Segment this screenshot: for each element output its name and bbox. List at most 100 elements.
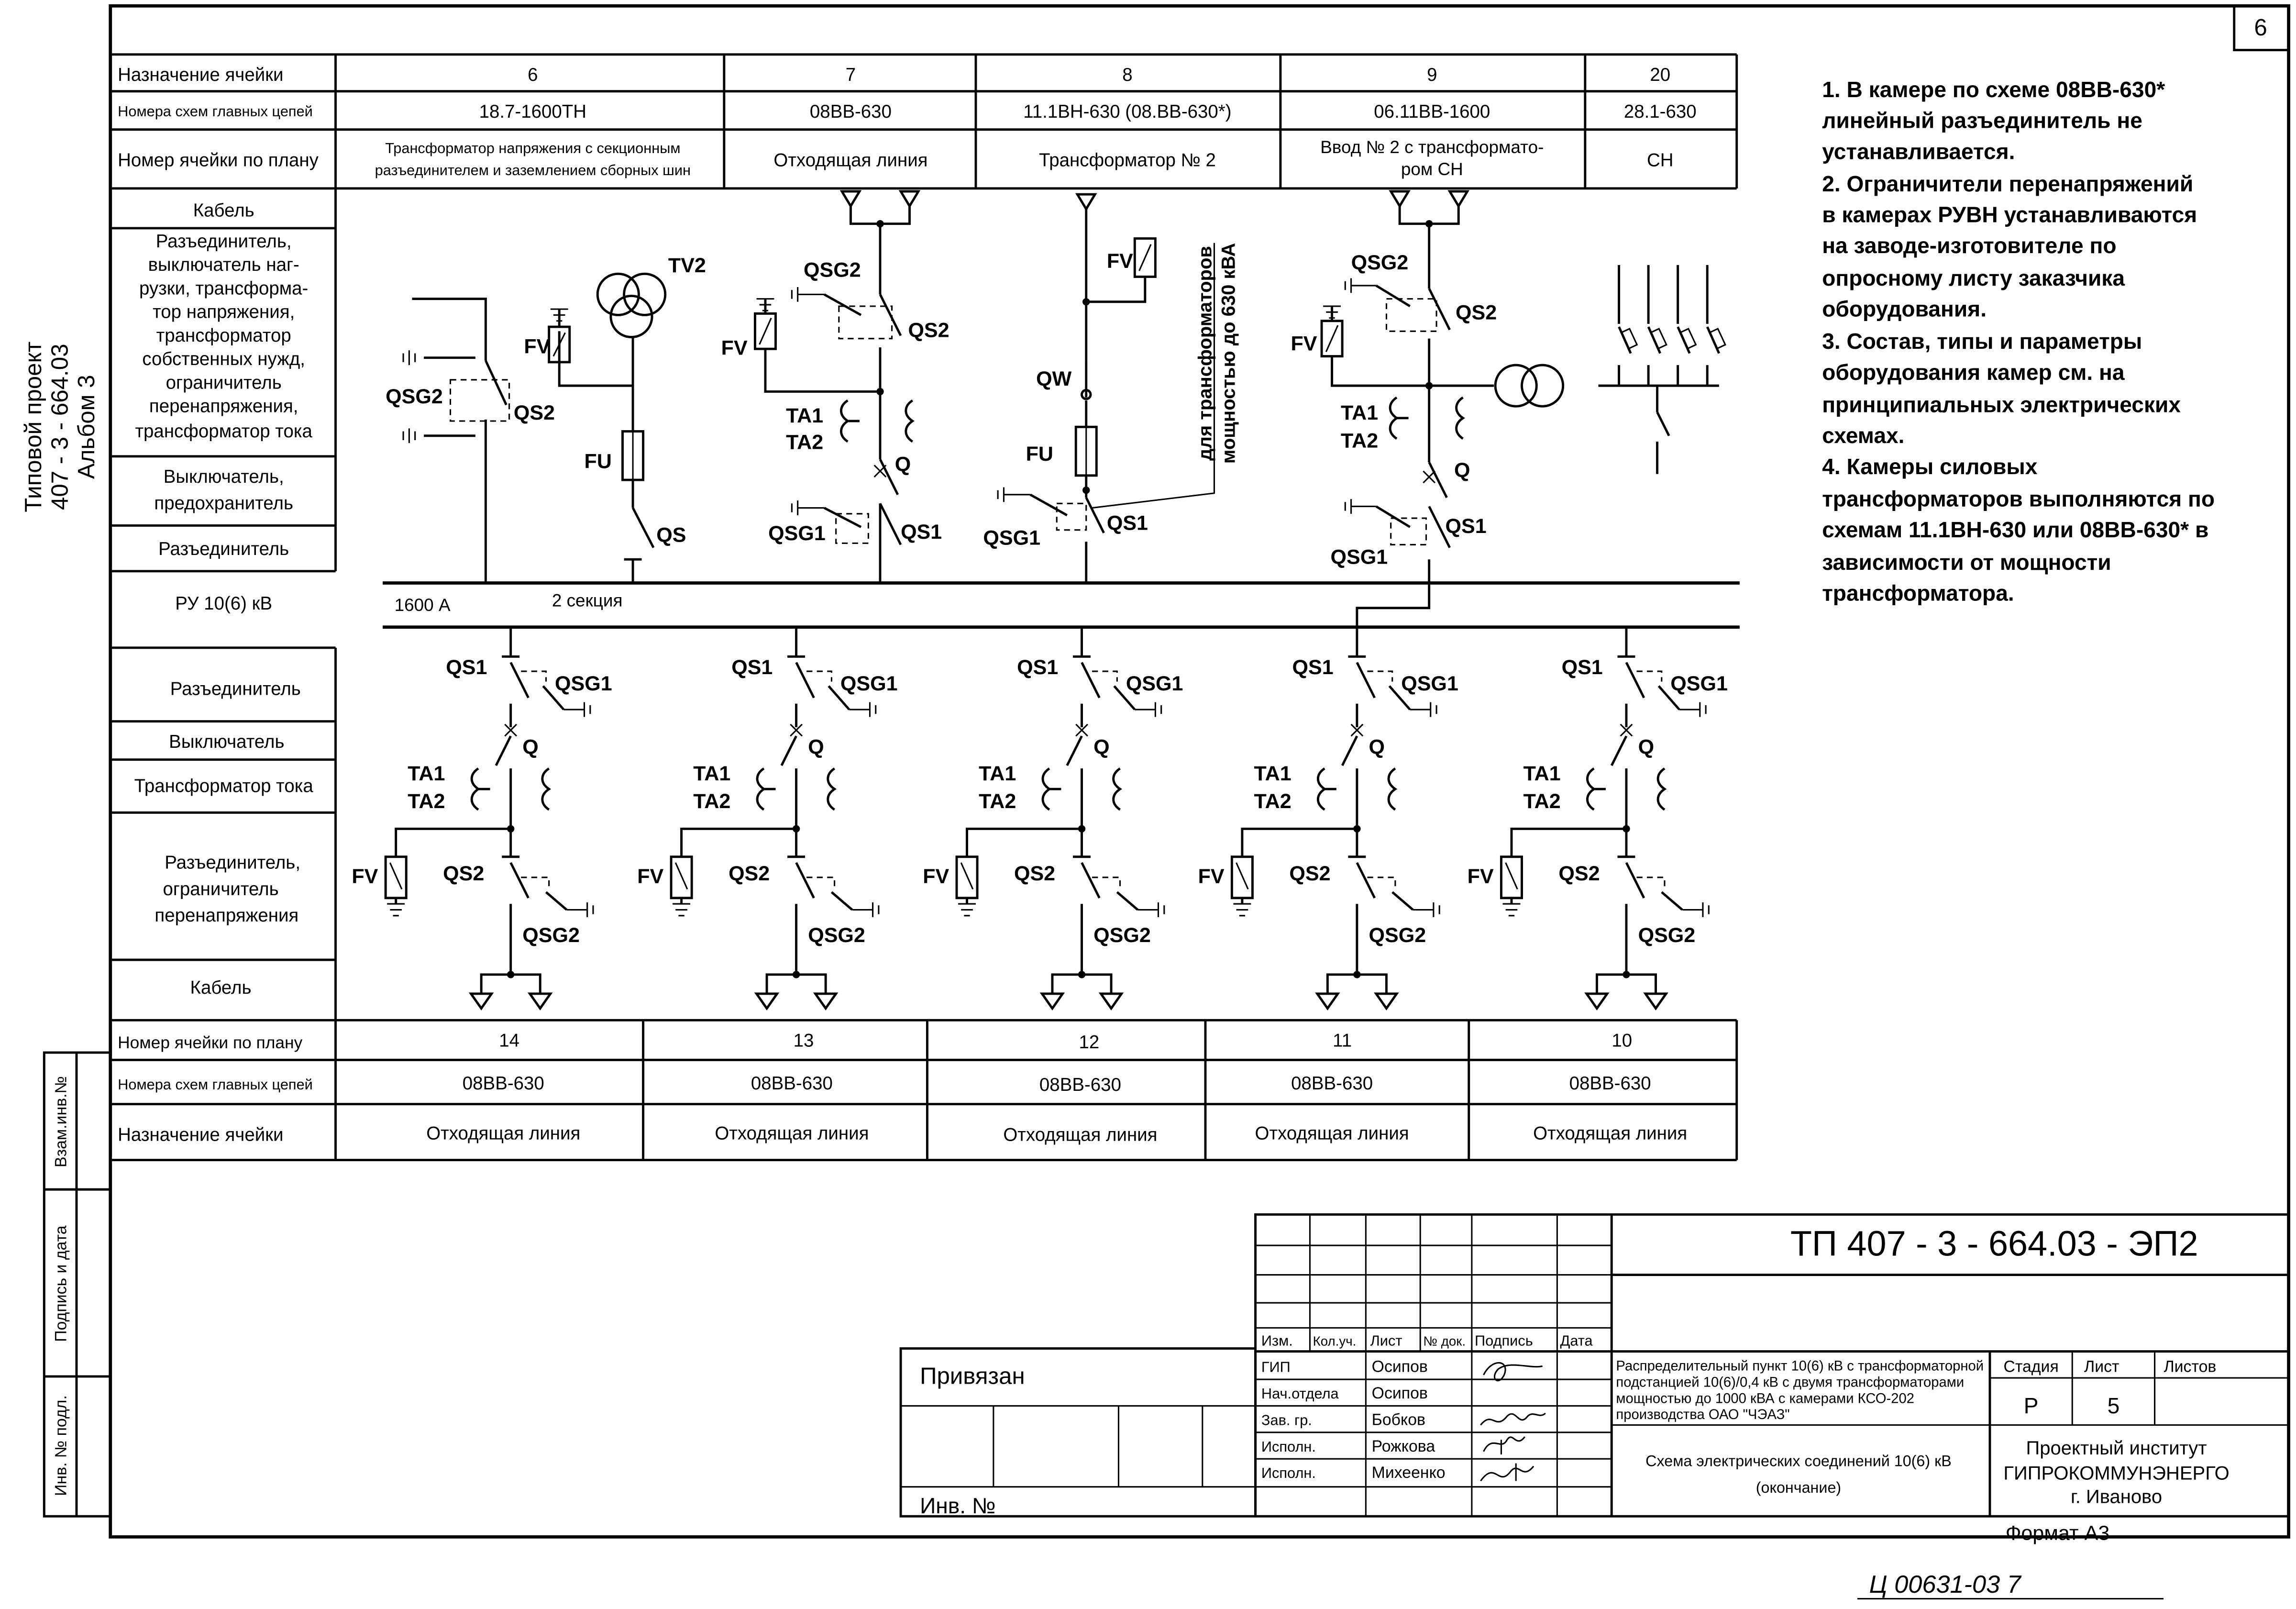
label-fu: FU (585, 450, 612, 473)
note-line: опросному листу заказчика (1822, 266, 2125, 290)
row-label-disconnector: Разъединитель (170, 678, 301, 699)
row-label-arrester: ограничитель (163, 879, 278, 899)
label-qs1: QS1 (1107, 512, 1148, 535)
label-qsg1: QSG1 (768, 522, 826, 545)
cell-number: 10 (1612, 1031, 1632, 1051)
label-ta1: TA1 (408, 762, 445, 785)
tb-bound: Привязан (920, 1363, 1025, 1389)
note-line: 4. Камеры силовых (1822, 454, 2038, 479)
row-label-breaker: Выключатель (169, 732, 284, 752)
row-label-scheme: Номера схем главных цепей (118, 103, 313, 120)
equipment-label-line: трансформатор (156, 325, 291, 346)
label-qsg2: QSG2 (522, 924, 580, 947)
cell-purpose: Отходящая линия (773, 150, 927, 171)
label-qs1: QS1 (1292, 656, 1334, 679)
label-qs2: QS2 (514, 401, 555, 424)
label-qsg1: QSG1 (840, 672, 898, 695)
cell-purpose: Отходящая линия (1255, 1123, 1409, 1144)
equipment-label-line: собственных нужд, (142, 349, 305, 369)
label-qsg1: QSG1 (1331, 545, 1388, 568)
label-q: Q (1369, 735, 1385, 758)
note-line: 1. В камере по схеме 08ВВ-630* (1822, 77, 2165, 102)
label-qs2: QS2 (908, 319, 949, 342)
cell-number: 7 (846, 65, 856, 85)
signature-marks (1480, 1362, 1546, 1482)
cell-number: 12 (1079, 1032, 1100, 1053)
tb-role: Зав. гр. (1261, 1411, 1312, 1428)
cell-number: 20 (1650, 65, 1670, 85)
tb-institute: Проектный институт (2026, 1438, 2207, 1459)
bus-current: 1600 А (395, 595, 451, 615)
tb-institute: г. Иваново (2071, 1487, 2162, 1508)
label-ta2: TA2 (1341, 429, 1378, 452)
tb-header: Кол.уч. (1313, 1333, 1357, 1348)
side-title-line: 407 - 3 - 664.03 (47, 344, 73, 510)
tb-role: Исполн. (1261, 1438, 1316, 1455)
tb-name: Бобков (1372, 1410, 1425, 1429)
page-number: 6 (2254, 14, 2267, 41)
label-qsg2: QSG2 (1093, 924, 1151, 947)
label-q: Q (1638, 735, 1655, 758)
cell-scheme: 28.1-630 (1624, 101, 1697, 122)
note-line: оборудования. (1822, 297, 1987, 322)
note-line: в камерах РУВН устанавливаются (1822, 202, 2197, 227)
cell-scheme: 08ВВ-630 (1569, 1073, 1651, 1094)
note-line: трансформатора. (1822, 580, 2014, 605)
equipment-label-line: ограничитель (166, 372, 282, 393)
label-fu: FU (1026, 443, 1053, 466)
note-line: линейный разъединитель не (1822, 108, 2142, 133)
cell-purpose: Отходящая линия (1003, 1125, 1157, 1145)
label-qs: QS (656, 523, 686, 546)
drawing-code: ТП 407 - 3 - 664.03 - ЭП2 (1790, 1224, 2198, 1264)
tb-handwritten-code: Ц 00631-03 7 (1869, 1571, 2022, 1598)
side-title-line: Альбом 3 (73, 375, 99, 479)
label-ta2: TA2 (693, 790, 730, 813)
note-line: трансформаторов выполняются по (1822, 486, 2215, 511)
label-qs2: QS2 (729, 862, 770, 885)
tb-description: подстанцией 10(6)/0,4 кВ с двумя трансфо… (1616, 1375, 1964, 1390)
tb-sheet-title: (окончание) (1756, 1479, 1841, 1496)
label-q: Q (522, 735, 538, 758)
label-q: Q (895, 453, 911, 476)
tb-name: Осипов (1372, 1384, 1428, 1402)
title-block: ТП 407 - 3 - 664.03 - ЭП2 Изм. Кол.уч. Л… (899, 1213, 2290, 1600)
note-line: схемам 11.1ВН-630 или 08ВВ-630* в (1822, 517, 2208, 542)
note-line: оборудования камер см. на (1822, 360, 2125, 385)
label-q: Q (1454, 459, 1470, 482)
label-fv: FV (637, 865, 663, 888)
label-ta1: TA1 (1523, 762, 1561, 785)
row-label-switchgear: РУ 10(6) кВ (175, 593, 272, 614)
label-fv: FV (524, 335, 550, 358)
tb-name: Рожкова (1372, 1437, 1435, 1455)
label-fv: FV (1468, 865, 1494, 888)
upper-table: Назначение ячейки Номера схем главных це… (110, 53, 1738, 614)
equipment-label-line: перенапряжения, (149, 396, 298, 417)
row-label-plan: Номер ячейки по плану (118, 1033, 302, 1052)
cell-number: 11 (1333, 1031, 1352, 1051)
label-qs2: QS2 (443, 862, 484, 885)
tb-header: Дата (1560, 1332, 1593, 1349)
row-label-purpose: Назначение ячейки (118, 1125, 283, 1145)
note-line: 2. Ограничители перенапряжений (1822, 171, 2193, 196)
cell-number: 8 (1122, 65, 1132, 85)
stamp-label: Инв. № подл. (52, 1395, 70, 1496)
row-label-ct: Трансформатор тока (134, 776, 314, 796)
cell-6-scheme: QSG2 QS2 TV2 FV FU QS (386, 254, 706, 583)
notes: 1. В камере по схеме 08ВВ-630* линейный … (1822, 77, 2215, 605)
sheet-frame (109, 4, 2290, 1539)
row-label-arrester: перенапряжения (155, 905, 298, 926)
label-fv: FV (1198, 865, 1225, 888)
tb-sheet: 5 (2108, 1393, 2120, 1418)
cell-purpose: СН (1647, 150, 1674, 171)
label-qs1: QS1 (1446, 515, 1487, 538)
label-qs2: QS2 (1289, 862, 1330, 885)
tb-header: Лист (1370, 1332, 1402, 1349)
label-ta1: TA1 (693, 762, 730, 785)
lower-table: Разъединитель Выключатель Трансформатор … (110, 646, 1738, 1162)
tb-header: Изм. (1261, 1332, 1293, 1349)
row-label-cable: Кабель (193, 200, 254, 221)
